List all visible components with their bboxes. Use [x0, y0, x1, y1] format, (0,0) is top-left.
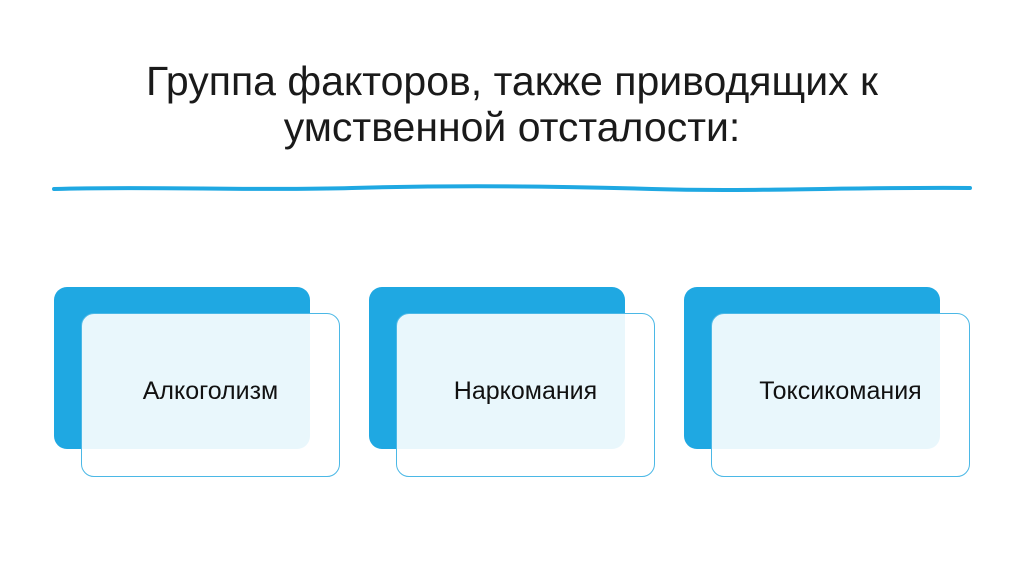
title-line-1: Группа факторов, также приводящих к	[146, 58, 878, 104]
title-line-2: умственной отсталости:	[283, 104, 741, 150]
card-label: Алкоголизм	[142, 376, 279, 405]
card-front-panel: Наркомания	[396, 313, 655, 477]
factor-card-drug-addiction: Наркомания	[369, 287, 659, 479]
factor-card-substance-abuse: Токсикомания	[684, 287, 974, 479]
card-front-panel: Алкоголизм	[81, 313, 340, 477]
slide-title: Группа факторов, также приводящих к умст…	[0, 58, 1024, 150]
factor-card-alcoholism: Алкоголизм	[54, 287, 344, 479]
card-front-panel: Токсикомания	[711, 313, 970, 477]
card-label: Наркомания	[453, 376, 598, 405]
title-underline	[52, 184, 972, 192]
card-label: Токсикомания	[759, 376, 922, 405]
